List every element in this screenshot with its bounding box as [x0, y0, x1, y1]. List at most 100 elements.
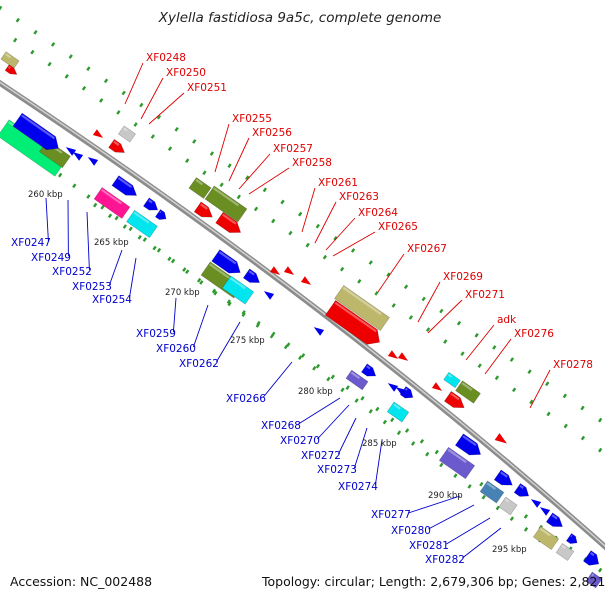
gene-khaki [532, 525, 560, 551]
gene-blue [399, 386, 414, 399]
forward-gene-label[interactable]: XF0267 [407, 243, 447, 255]
tick-mark [86, 194, 91, 199]
tick-mark [241, 312, 246, 318]
leader-line [325, 217, 356, 251]
tick-mark [305, 242, 310, 248]
reverse-gene-label[interactable]: XF0254 [92, 294, 132, 306]
tick-mark [479, 481, 484, 487]
reverse-gene-label[interactable]: XF0281 [409, 540, 449, 552]
gene-blue [454, 433, 482, 456]
tick-mark [156, 114, 162, 120]
forward-gene-label[interactable]: adk [497, 314, 517, 326]
tick-mark [340, 387, 345, 393]
tick-mark [421, 296, 426, 302]
tick-mark [58, 172, 63, 178]
forward-gene-label[interactable]: XF0269 [443, 271, 483, 283]
forward-gene-label[interactable]: XF0263 [339, 191, 379, 203]
forward-gene-label[interactable]: XF0265 [378, 221, 418, 233]
reverse-gene-label[interactable]: XF0273 [317, 464, 357, 476]
tick-mark [170, 258, 176, 264]
small-gene-arrow [387, 350, 399, 359]
reverse-gene-label[interactable]: XF0277 [371, 509, 411, 521]
tick-mark [453, 473, 458, 479]
leader-line [172, 297, 177, 333]
gene-red [324, 300, 380, 345]
tick-mark [288, 230, 293, 236]
forward-gene-label[interactable]: XF0258 [292, 157, 332, 169]
forward-gene-label[interactable]: XF0248 [146, 52, 186, 64]
leader-line [484, 338, 512, 375]
gene-red [108, 138, 126, 153]
leader-line [529, 369, 551, 409]
tick-mark [545, 381, 550, 387]
tick-mark [598, 417, 603, 423]
forward-gene-label[interactable]: XF0251 [187, 82, 227, 94]
tick-mark [512, 387, 517, 393]
reverse-gene-label[interactable]: XF0249 [31, 252, 71, 264]
reverse-gene-label[interactable]: XF0266 [226, 393, 266, 405]
gene-red [193, 201, 213, 218]
tick-mark [139, 102, 144, 108]
forward-gene-label[interactable]: XF0256 [252, 127, 292, 139]
reverse-gene-label[interactable]: XF0259 [136, 328, 176, 340]
reverse-gene-label[interactable]: XF0270 [280, 435, 320, 447]
gene-khaki [334, 284, 390, 332]
reverse-gene-label[interactable]: XF0253 [72, 281, 112, 293]
gene-gray [117, 125, 137, 143]
tick-mark [128, 226, 133, 232]
forward-gene-label[interactable]: XF0257 [273, 143, 313, 155]
reverse-gene-label[interactable]: XF0282 [425, 554, 465, 566]
tick-mark [213, 290, 218, 296]
small-gene-arrow [530, 499, 542, 508]
tick-mark [174, 126, 179, 132]
small-gene-arrow [539, 507, 551, 516]
tick-mark [121, 90, 126, 96]
gene-red [4, 64, 18, 75]
tick-mark [64, 73, 69, 79]
tick-mark [167, 256, 172, 262]
leader-line [462, 527, 502, 559]
tick-mark [439, 308, 444, 314]
forward-gene-label[interactable]: XF0271 [465, 289, 505, 301]
reverse-gene-label[interactable]: XF0260 [156, 343, 196, 355]
leader-line [377, 253, 405, 293]
forward-gene-label[interactable]: XF0278 [553, 359, 593, 371]
forward-gene-label[interactable]: XF0264 [358, 207, 398, 219]
tick-mark [456, 320, 462, 326]
gene-cyan [443, 371, 461, 389]
leader-line [427, 299, 463, 334]
forward-gene-label[interactable]: XF0276 [514, 328, 554, 340]
forward-gene-label[interactable]: XF0250 [166, 67, 206, 79]
forward-gene-label[interactable]: XF0261 [318, 177, 358, 189]
leader-line [317, 404, 350, 440]
tick-mark [33, 30, 38, 35]
forward-gene-label[interactable]: XF0255 [232, 113, 272, 125]
tick-mark [474, 332, 479, 338]
reverse-gene-label[interactable]: XF0262 [179, 358, 219, 370]
tick-mark [580, 405, 585, 411]
tick-mark [477, 363, 482, 369]
reverse-gene-label[interactable]: XF0274 [338, 481, 378, 493]
small-gene-arrow [72, 152, 84, 161]
gene-olive [188, 177, 212, 199]
leader-line [353, 427, 368, 469]
reverse-gene-label[interactable]: XF0272 [301, 450, 341, 462]
tick-mark [326, 376, 331, 382]
reverse-gene-label[interactable]: XF0252 [52, 266, 92, 278]
tick-mark [253, 206, 259, 212]
reverse-gene-label[interactable]: XF0280 [391, 525, 431, 537]
reverse-gene-label[interactable]: XF0268 [261, 420, 301, 432]
tick-mark [350, 248, 356, 253]
leader-line [140, 77, 164, 120]
tick-mark [368, 408, 373, 414]
reverse-gene-label[interactable]: XF0247 [11, 237, 51, 249]
tick-mark [133, 122, 138, 127]
gene-red [443, 390, 465, 409]
tick-mark [396, 430, 402, 436]
tick-mark [312, 366, 317, 371]
tick-mark [137, 234, 142, 240]
tick-mark [315, 223, 320, 229]
tick-mark [280, 199, 285, 205]
